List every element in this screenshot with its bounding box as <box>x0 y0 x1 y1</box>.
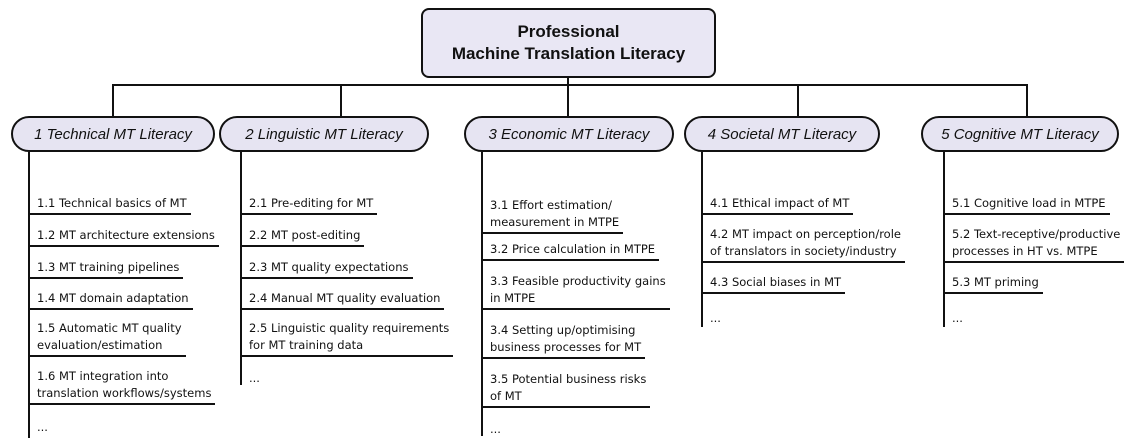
item-1-4: 1.4 MT domain adaptation <box>29 290 193 310</box>
item-2-4: 2.4 Manual MT quality evaluation <box>241 290 445 310</box>
item-4-3: 4.3 Social biases in MT <box>702 274 846 294</box>
root-title-line1: Professional <box>517 22 620 41</box>
item-4-1: 4.1 Ethical impact of MT <box>702 195 854 215</box>
category-linguistic: 2 Linguistic MT Literacy <box>219 116 429 152</box>
root-node: Professional Machine Translation Literac… <box>421 8 716 78</box>
root-title-line2: Machine Translation Literacy <box>451 44 686 63</box>
category-economic: 3 Economic MT Literacy <box>464 116 674 152</box>
item-3-2: 3.2 Price calculation in MTPE <box>482 241 660 261</box>
item-1-2: 1.2 MT architecture extensions <box>29 227 219 247</box>
item-1-1: 1.1 Technical basics of MT <box>29 195 191 215</box>
item-1-3: 1.3 MT training pipelines <box>29 259 184 279</box>
item-2-2: 2.2 MT post-editing <box>241 227 365 247</box>
item-2-more: ... <box>249 371 260 385</box>
category-cognitive: 5 Cognitive MT Literacy <box>921 116 1119 152</box>
item-5-3: 5.3 MT priming <box>944 274 1043 294</box>
item-4-more: ... <box>710 311 721 325</box>
item-5-1: 5.1 Cognitive load in MTPE <box>944 195 1110 215</box>
item-2-3: 2.3 MT quality expectations <box>241 259 413 279</box>
item-5-more: ... <box>952 311 963 325</box>
category-technical: 1 Technical MT Literacy <box>11 116 215 152</box>
item-3-1: 3.1 Effort estimation/measurement in MTP… <box>482 197 624 234</box>
item-1-more: ... <box>37 420 48 434</box>
category-societal: 4 Societal MT Literacy <box>684 116 880 152</box>
item-3-more: ... <box>490 422 501 436</box>
item-2-1: 2.1 Pre-editing for MT <box>241 195 378 215</box>
